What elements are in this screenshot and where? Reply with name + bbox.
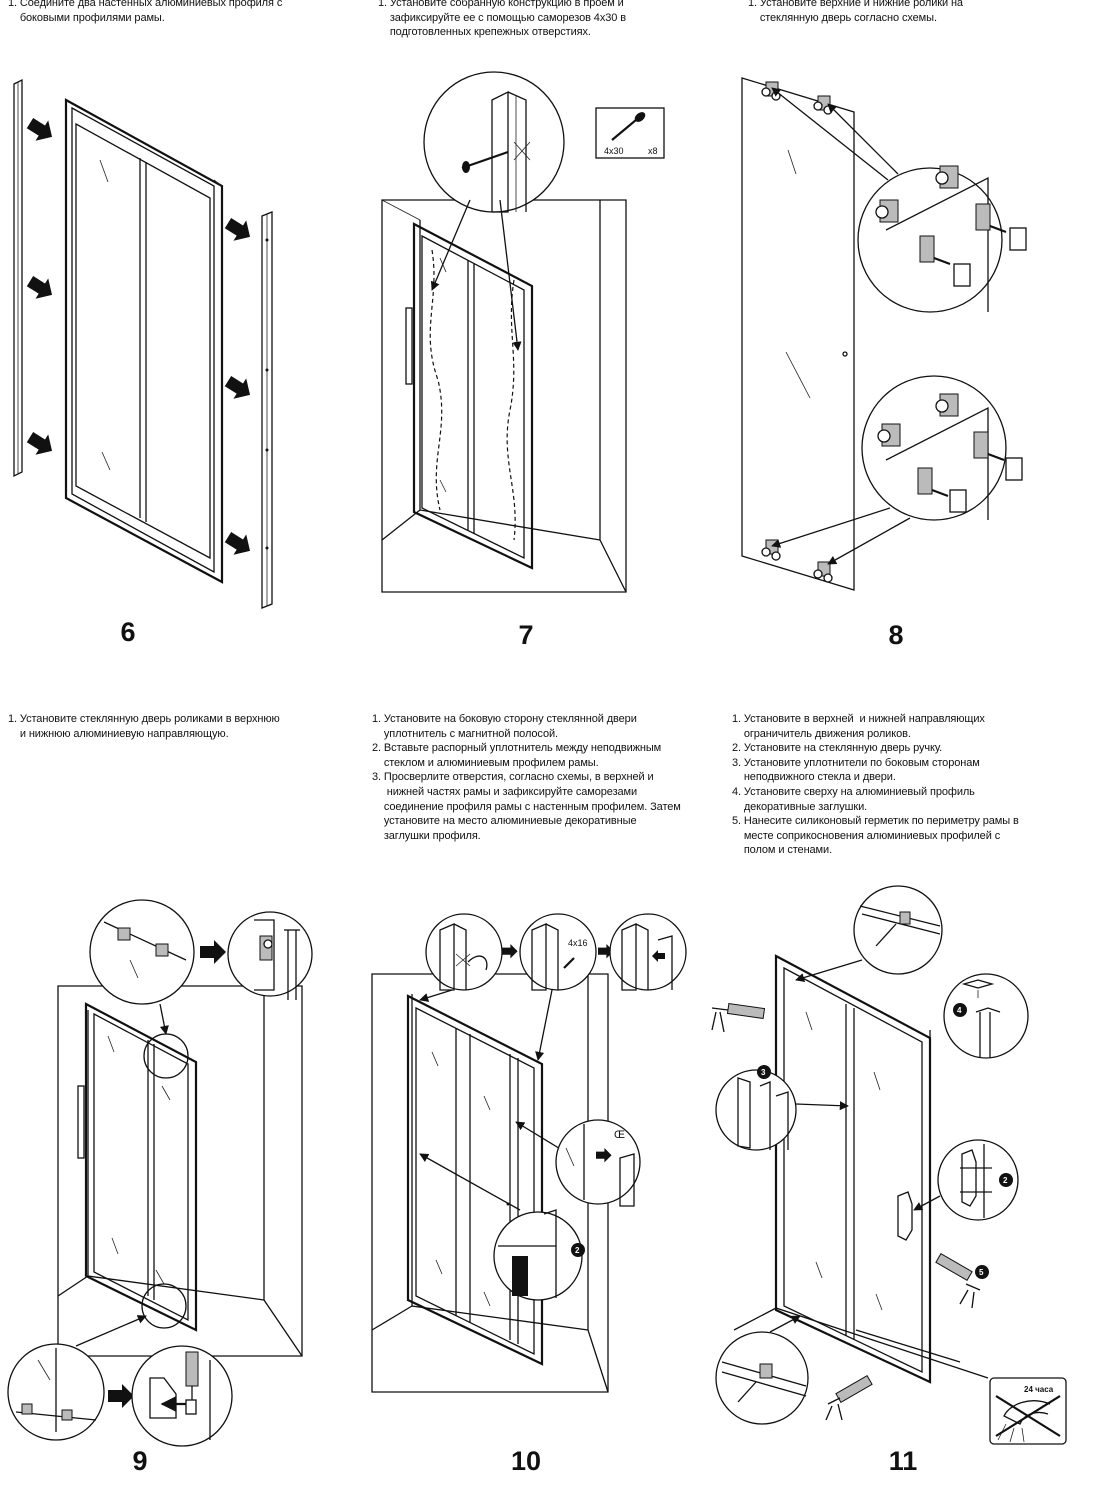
screw-size-label: 4x30 [604, 146, 624, 156]
arrow-icon [502, 944, 518, 959]
instruction-line: заглушки профиля. [372, 829, 481, 842]
figure-9-door-into-guides [7, 899, 313, 1447]
detail-magnifier [937, 1139, 1019, 1221]
instruction-line: 1. Установите в верхней и нижней направл… [732, 713, 985, 725]
figure-10-seals-and-screws: 4x16 Œ 2 [371, 913, 687, 1393]
detail-magnifier [423, 71, 565, 213]
detail-magnifier [943, 973, 1029, 1059]
instruction-line: ограничитель движения роликов. [732, 727, 911, 740]
instruction-line: установите на место алюминиевые декорати… [372, 815, 637, 828]
instruction-line: уплотнитель с магнитной полосой. [372, 727, 558, 740]
figure-7-install-in-opening: 4x30 x8 [381, 71, 665, 593]
arrow-icon [23, 270, 59, 306]
instruction-line: стеклом и алюминиевым профилем рамы. [372, 756, 599, 769]
callout-number: 2 [575, 1246, 580, 1255]
silicone-gun-icon [825, 1374, 873, 1421]
step-6-instructions: 1. Соедините два настенных алюминиевых п… [8, 0, 282, 25]
instruction-line: неподвижного стекла и двери. [732, 771, 896, 784]
figure-6-frame-assembly [13, 78, 273, 609]
instruction-line: 2. Вставьте распорный уплотнитель между … [372, 742, 662, 755]
detail-magnifier [861, 375, 1007, 521]
instruction-line: боковыми профилями рамы. [8, 11, 165, 24]
instruction-line: 1. Установите стеклянную дверь роликами … [8, 713, 280, 725]
step-number-9: 9 [132, 1446, 148, 1476]
instruction-line: стеклянную дверь согласно схемы. [748, 11, 937, 24]
detail-magnifier [89, 899, 195, 1005]
instruction-line: и нижнюю алюминиевую направляющую. [8, 727, 229, 740]
screw-count-label: x8 [648, 146, 658, 156]
step-number-8: 8 [888, 620, 904, 650]
handle-icon [897, 1191, 913, 1241]
callout-badge [975, 1265, 989, 1279]
silicone-gun-icon [711, 1002, 766, 1033]
callout-number: 3 [761, 1068, 766, 1077]
instruction-line: месте соприкосновения алюминиевых профил… [732, 829, 1001, 842]
silicone-gun-icon [935, 1252, 981, 1309]
roller-icon [761, 539, 781, 561]
detail-magnifier [493, 1211, 583, 1301]
instruction-line: 3. Установите уплотнители по боковым сто… [732, 756, 980, 769]
instruction-line: нижней частях рамы и зафиксируйте саморе… [372, 785, 638, 798]
arrow-icon [221, 370, 257, 406]
arrow-icon [23, 426, 59, 462]
callout-number: 2 [1003, 1176, 1008, 1185]
step-8-instructions: 1. Установите верхние и нижние ролики на… [748, 0, 963, 25]
cross-out-icon [995, 1395, 1061, 1437]
callout-number: 4 [957, 1006, 962, 1015]
detail-magnifier [853, 885, 943, 975]
screw-icon [611, 112, 646, 141]
screw-size-label: 4x16 [568, 938, 588, 948]
arrow-icon [23, 112, 59, 148]
callout-badge [757, 1065, 771, 1079]
detail-magnifier [131, 1345, 233, 1447]
instruction-line: 5. Нанесите силиконовый герметик по пери… [732, 815, 1019, 828]
instruction-line: 1. Установите верхние и нижние ролики на [748, 0, 963, 9]
step-number-10: 10 [510, 1446, 542, 1476]
step-number-6: 6 [120, 617, 136, 647]
instruction-line: соединение профиля рамы с настенным проф… [372, 800, 681, 813]
detail-magnifier [555, 1119, 641, 1205]
instruction-line: 1. Установите на боковую сторону стеклян… [372, 713, 637, 725]
roller-icon [813, 561, 833, 583]
step-number-7: 7 [518, 620, 534, 650]
callout-number: 5 [979, 1268, 984, 1277]
callout-badge [953, 1003, 967, 1017]
callout-badge [999, 1173, 1013, 1187]
step-10-instructions: 1. Установите на боковую сторону стеклян… [372, 712, 681, 843]
detail-magnifier [715, 1069, 797, 1151]
detail-magnifier [425, 913, 503, 991]
arrow-icon [108, 1384, 134, 1408]
instruction-line: 4. Установите сверху на алюминиевый проф… [732, 785, 975, 798]
arrow-icon [221, 212, 257, 248]
step-9-instructions: 1. Установите стеклянную дверь роликами … [8, 712, 280, 741]
step-number-11: 11 [888, 1446, 918, 1476]
ce-mark-label: Œ [614, 1129, 625, 1141]
instruction-line: декоративные заглушки. [732, 800, 868, 813]
figure-11-finishing: 3 4 2 5 [711, 885, 1067, 1445]
instruction-line: 1. Соедините два настенных алюминиевых п… [8, 0, 283, 9]
callout-badge [571, 1243, 585, 1257]
instruction-line: подготовленных крепежных отверстиях. [378, 26, 591, 39]
figure-8-rollers-on-glass [741, 77, 1027, 591]
instruction-line: зафиксируйте ее с помощью саморезов 4х30… [378, 11, 626, 24]
arrow-icon [200, 940, 226, 964]
instruction-line: 3. Просверлите отверстия, согласно схемы… [372, 771, 654, 784]
instruction-line: полом и стенами. [732, 844, 833, 857]
glass-door [741, 77, 855, 591]
cure-time-label: 24 часа [1024, 1385, 1054, 1394]
arrow-icon [221, 526, 257, 562]
step-11-instructions: 1. Установите в верхней и нижней направл… [732, 712, 1019, 858]
screw-spec-box [595, 107, 665, 159]
instruction-line: 1. Установите собранную конструкцию в пр… [378, 0, 624, 9]
instruction-line: 2. Установите на стеклянную дверь ручку. [732, 742, 943, 755]
step-7-instructions: 1. Установите собранную конструкцию в пр… [378, 0, 626, 40]
